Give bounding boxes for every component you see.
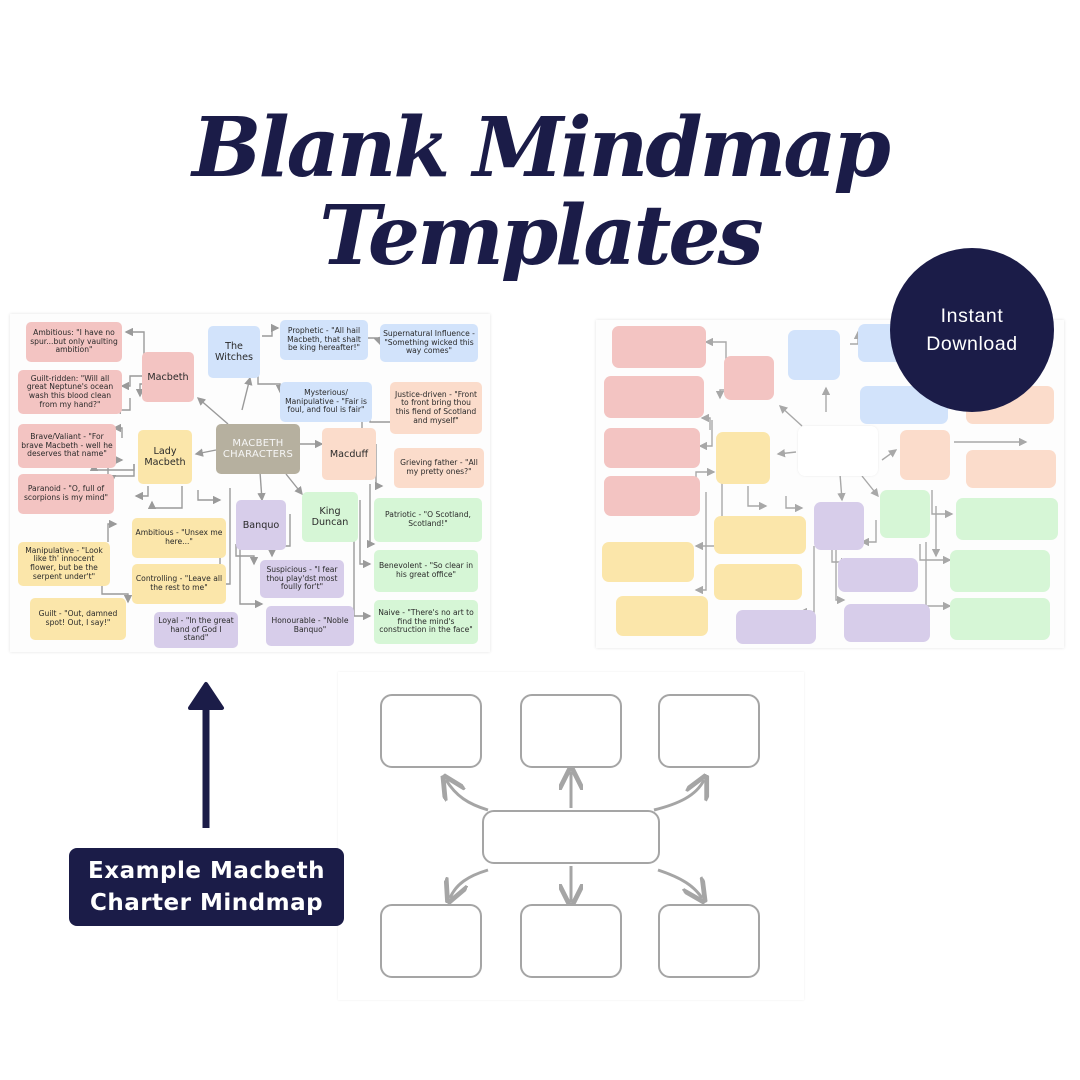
badge-line-2: Download [926, 333, 1018, 355]
blank-purple-note-3 [736, 610, 816, 644]
blank-yellow-note-4 [616, 596, 708, 636]
node-banquo: Banquo [236, 500, 286, 550]
note-manipulative: Manipulative - "Look like th' innocent f… [18, 542, 110, 586]
note-grieving: Grieving father - "All my pretty ones?" [394, 448, 484, 488]
example-label-line-1: Example Macbeth [88, 858, 325, 884]
note-benevolent: Benevolent - "So clear in his great offi… [374, 550, 478, 592]
note-loyal: Loyal - "In the great hand of God I stan… [154, 612, 238, 648]
note-honourable: Honourable - "Noble Banquo" [266, 606, 354, 646]
blank-peach-note-2 [966, 450, 1056, 488]
blank-yellow-main [716, 432, 770, 484]
wireframe-box-top-right [658, 694, 760, 768]
example-label: Example Macbeth Charter Mindmap [69, 848, 344, 926]
note-patriotic: Patriotic - "O Scotland, Scotland!" [374, 498, 482, 542]
note-supernatural: Supernatural Influence - "Something wick… [380, 324, 478, 362]
blank-yellow-note-1 [714, 516, 806, 554]
wireframe-box-top-left [380, 694, 482, 768]
wireframe-template [338, 672, 804, 1000]
blank-red-note-3 [604, 428, 700, 468]
note-naive: Naive - "There's no art to find the mind… [374, 600, 478, 644]
wireframe-box-bottom-center [520, 904, 622, 978]
node-duncan: King Duncan [302, 492, 358, 542]
wireframe-arrows [338, 672, 804, 1000]
instant-download-badge: Instant Download [890, 248, 1054, 412]
note-mysterious: Mysterious/ Manipulative - "Fair is foul… [280, 382, 372, 422]
blank-red-main [724, 356, 774, 400]
badge-line-1: Instant [940, 305, 1004, 327]
blank-yellow-note-2 [714, 564, 802, 600]
blank-green-note-1 [956, 498, 1058, 540]
blank-purple-note-1 [838, 558, 918, 592]
note-ambitious-lady: Ambitious - "Unsex me here..." [132, 518, 226, 558]
note-guilt-ridden: Guilt-ridden: "Will all great Neptune's … [18, 370, 122, 414]
node-witches: The Witches [208, 326, 260, 378]
wireframe-box-top-center [520, 694, 622, 768]
blank-green-note-2 [950, 550, 1050, 592]
blank-red-note-1 [612, 326, 706, 368]
blank-center-node [798, 426, 878, 476]
blank-purple-note-2 [844, 604, 930, 642]
note-ambitious-macbeth: Ambitious: "I have no spur...but only va… [26, 322, 122, 362]
wireframe-box-bottom-left [380, 904, 482, 978]
blank-green-main [880, 490, 930, 538]
note-justice: Justice-driven - "Front to front bring t… [390, 382, 482, 434]
node-lady-macbeth: Lady Macbeth [138, 430, 192, 484]
note-controlling: Controlling - "Leave all the rest to me" [132, 564, 226, 604]
center-node: MACBETH CHARACTERS [216, 424, 300, 474]
blank-green-note-3 [950, 598, 1050, 640]
example-mindmap: MACBETH CHARACTERS Macbeth The Witches L… [10, 314, 490, 652]
blank-red-note-2 [604, 376, 704, 418]
blank-yellow-note-3 [602, 542, 694, 582]
node-macbeth: Macbeth [142, 352, 194, 402]
note-prophetic: Prophetic - "All hail Macbeth, that shal… [280, 320, 368, 360]
title-line-2: Templates [319, 188, 763, 284]
node-macduff: Macduff [322, 428, 376, 480]
blank-peach-main [900, 430, 950, 480]
title-line-1: Blank Mindmap [192, 100, 891, 196]
blank-red-note-4 [604, 476, 700, 516]
example-label-line-2: Charter Mindmap [89, 890, 324, 916]
blank-blue-main [788, 330, 840, 380]
wireframe-box-bottom-right [658, 904, 760, 978]
blank-purple-main [814, 502, 864, 550]
wireframe-center-box [482, 810, 660, 864]
note-guilt: Guilt - "Out, damned spot! Out, I say!" [30, 598, 126, 640]
note-brave: Brave/Valiant - "For brave Macbeth - wel… [18, 424, 116, 468]
note-suspicious: Suspicious - "I fear thou play'dst most … [260, 560, 344, 598]
note-paranoid: Paranoid - "O, full of scorpions is my m… [18, 474, 114, 514]
